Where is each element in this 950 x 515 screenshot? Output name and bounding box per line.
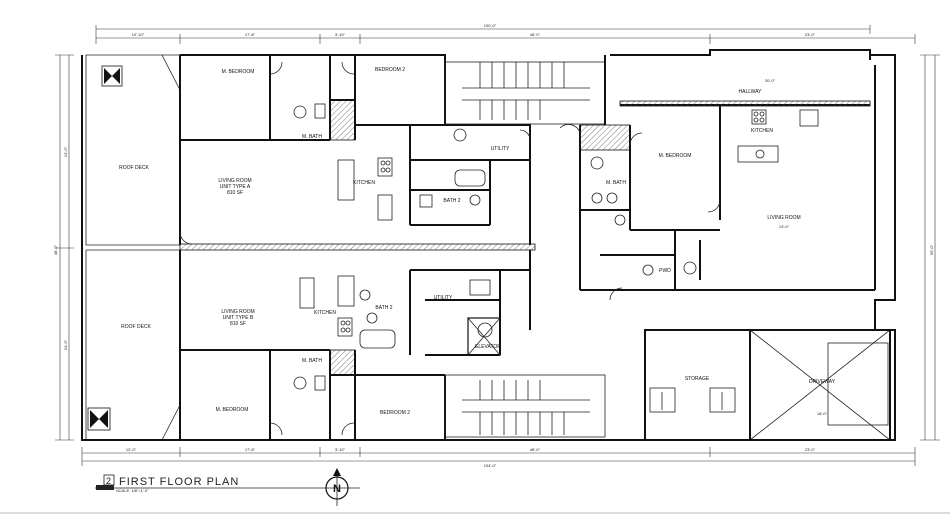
north-arrow-icon	[325, 468, 349, 506]
party-wall	[179, 243, 536, 251]
dim-overall-bottom: 104'-0"	[484, 463, 497, 468]
dim-top-3: 3'-10"	[335, 32, 346, 37]
label-utility-b: UTILITY	[434, 295, 453, 301]
label-m-bedroom-a: M. BEDROOM	[222, 69, 255, 75]
plan-title: FIRST FLOOR PLAN	[119, 476, 239, 488]
unit-b-shower	[329, 349, 356, 376]
unit-a-fixtures	[293, 103, 486, 221]
dim-top-5: 23'-0"	[805, 32, 816, 37]
label-bedroom2-a: BEDROOM 2	[375, 67, 405, 73]
unit-a-walls	[179, 54, 531, 245]
unit-a-shower	[329, 99, 356, 141]
elevator-shaft	[467, 317, 501, 356]
label-utility-a: UTILITY	[491, 146, 510, 152]
dim-left-bottom: 24'-0"	[63, 339, 68, 350]
stair-top	[444, 61, 606, 125]
label-living-c: LIVING ROOM	[767, 215, 800, 221]
label-bath2-b: BATH 2	[375, 305, 392, 311]
dim-left-overall: 48'-0"	[53, 244, 58, 255]
dim-hallway: 30'-0"	[765, 78, 776, 83]
dim-bottom-2: 17'-8"	[245, 447, 256, 452]
dim-top-2: 17'-8"	[245, 32, 256, 37]
label-living-a-1: LIVING ROOM	[218, 178, 251, 184]
label-kitchen-c: KITCHEN	[751, 128, 773, 134]
label-living-a-2: UNIT TYPE A	[220, 184, 251, 190]
label-living-b-2: UNIT TYPE B	[223, 315, 254, 321]
label-m-bath-b: M. BATH	[302, 358, 322, 364]
roof-deck-bottom	[85, 249, 181, 441]
dim-top-4: 48'-0"	[530, 32, 541, 37]
label-m-bedroom-b: M. BEDROOM	[216, 407, 249, 413]
building-outline-right	[445, 54, 896, 441]
dim-left-top: 24'-0"	[63, 146, 68, 157]
label-m-bath-a: M. BATH	[302, 134, 322, 140]
door-swings	[179, 61, 721, 436]
title-block	[95, 474, 360, 490]
unit-c-walls	[579, 49, 876, 291]
label-m-bath-c: M. BATH	[606, 180, 626, 186]
dim-bottom-4: 48'-0"	[530, 447, 541, 452]
unit-c-shower	[579, 124, 631, 151]
dim-top-1: 10'-10"	[132, 32, 145, 37]
dim-right-overall: 50'-0"	[929, 244, 934, 255]
label-pwd: PWD	[659, 268, 671, 274]
unit-c-fixtures	[590, 109, 819, 276]
dim-bottom-3: 3'-10"	[335, 447, 346, 452]
unit-c-hall-wall	[619, 100, 871, 107]
dim-driveway: 18'-0"	[817, 411, 828, 416]
label-living-b-3: 810 SF	[230, 321, 246, 327]
label-elevator: ELEVATOR	[475, 344, 501, 350]
plan-scale: SCALE: 1/8"=1'-0"	[116, 488, 149, 493]
label-kitchen-a: KITCHEN	[353, 180, 375, 186]
dim-bottom-5: 23'-0"	[805, 447, 816, 452]
compass-label: N	[333, 483, 341, 495]
label-bath2-a: BATH 2	[443, 198, 460, 204]
title-number: 2	[106, 476, 112, 486]
label-living-b-1: LIVING ROOM	[221, 309, 254, 315]
label-bedroom2-b: BEDROOM 2	[380, 410, 410, 416]
label-roof-deck-bottom: ROOF DECK	[121, 324, 151, 330]
label-roof-deck-top: ROOF DECK	[119, 165, 149, 171]
storage-driveway-walls	[644, 329, 891, 441]
label-driveway: DRIVEWAY	[809, 379, 836, 385]
label-kitchen-b: KITCHEN	[314, 310, 336, 316]
dim-living-c: 14'-0"	[779, 224, 790, 229]
label-hallway: HALLWAY	[739, 89, 763, 95]
elevator-x2	[467, 317, 501, 356]
label-m-bedroom-c: M. BEDROOM	[659, 153, 692, 159]
building-outline-left	[81, 55, 180, 441]
dim-bottom-1: 12'-0"	[126, 447, 137, 452]
roof-deck-top	[85, 54, 181, 246]
label-storage: STORAGE	[685, 376, 710, 382]
label-living-a-3: 810 SF	[227, 190, 243, 196]
stair-bottom	[444, 374, 606, 438]
unit-b-fixtures	[293, 275, 493, 391]
dimension-lines	[55, 25, 940, 466]
dim-overall-top: 100'-0"	[484, 23, 497, 28]
